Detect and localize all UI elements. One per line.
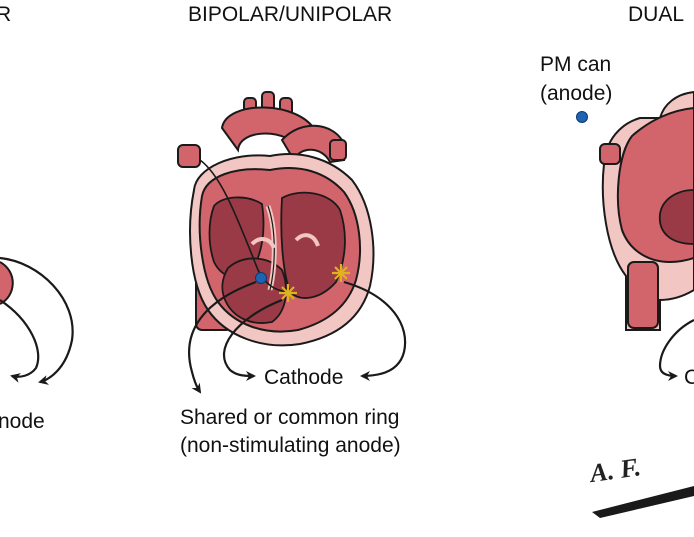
- left-title-fragment: R: [0, 3, 11, 26]
- cathode-label: Cathode: [264, 366, 343, 389]
- right-panel: DUAL PM can (anode) C A. F.: [540, 3, 694, 518]
- stimulation-spark-1: [279, 284, 297, 302]
- pacing-lead: [199, 159, 287, 293]
- right-cathode-arrow: [658, 319, 694, 381]
- center-panel: BIPOLAR/UNIPOLAR: [177, 3, 407, 457]
- right-cathode-fragment: C: [684, 366, 694, 389]
- ring-arrow: [188, 280, 257, 394]
- ring-label-line1: Shared or common ring: [180, 406, 399, 429]
- right-vena-cava: [627, 261, 659, 329]
- left-lead-arrow: [0, 256, 74, 385]
- right-title-fragment: DUAL: [628, 3, 684, 26]
- center-title: BIPOLAR/UNIPOLAR: [188, 3, 392, 26]
- left-panel: R node: [0, 3, 74, 433]
- cathode-arrow-left: [223, 298, 283, 381]
- signature-stroke: [592, 486, 694, 518]
- left-lead-arrow-2: [0, 299, 40, 383]
- pm-can-dot: [576, 111, 588, 123]
- right-vessel: [599, 143, 621, 165]
- valve-left: [294, 233, 320, 247]
- stimulation-spark-2: [332, 264, 350, 282]
- can-label-line1: PM can: [540, 53, 611, 76]
- right-ventricle-chamber: [221, 257, 287, 324]
- can-label-line2: (anode): [540, 82, 612, 105]
- left-label-fragment: node: [0, 410, 45, 433]
- left-heart-fragment: [0, 261, 14, 305]
- ring-label-line2: (non-stimulating anode): [180, 434, 401, 457]
- right-chamber-fragment: [659, 189, 694, 245]
- ring-electrode-dot: [255, 272, 267, 284]
- cathode-arrow-right: [343, 280, 407, 381]
- left-chamber: [280, 191, 346, 299]
- valve-right: [250, 237, 276, 249]
- artist-signature: A. F.: [586, 452, 642, 488]
